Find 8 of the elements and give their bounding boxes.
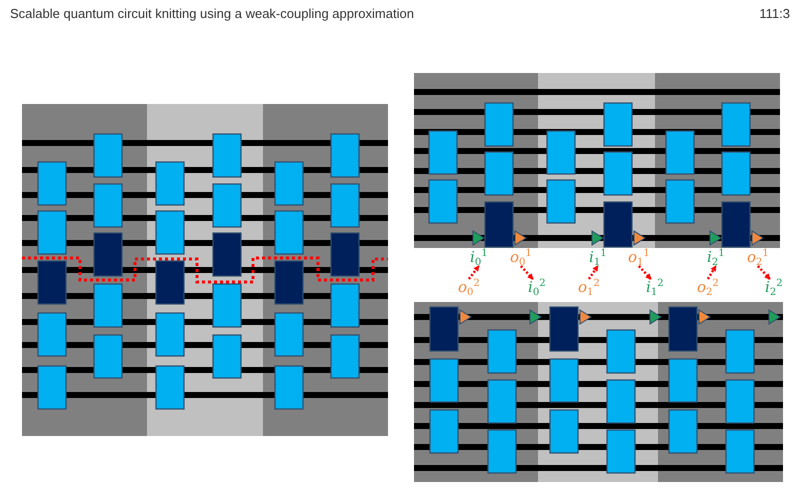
page-number: 111:3 [759,6,790,21]
arrow [520,265,534,280]
arrow [638,265,652,280]
page-header: Scalable quantum circuit knitting using a weak-coupling approximation [10,6,414,21]
arrow [756,265,771,280]
arrow [706,265,717,280]
arrow [468,265,480,280]
arrow [588,265,599,280]
